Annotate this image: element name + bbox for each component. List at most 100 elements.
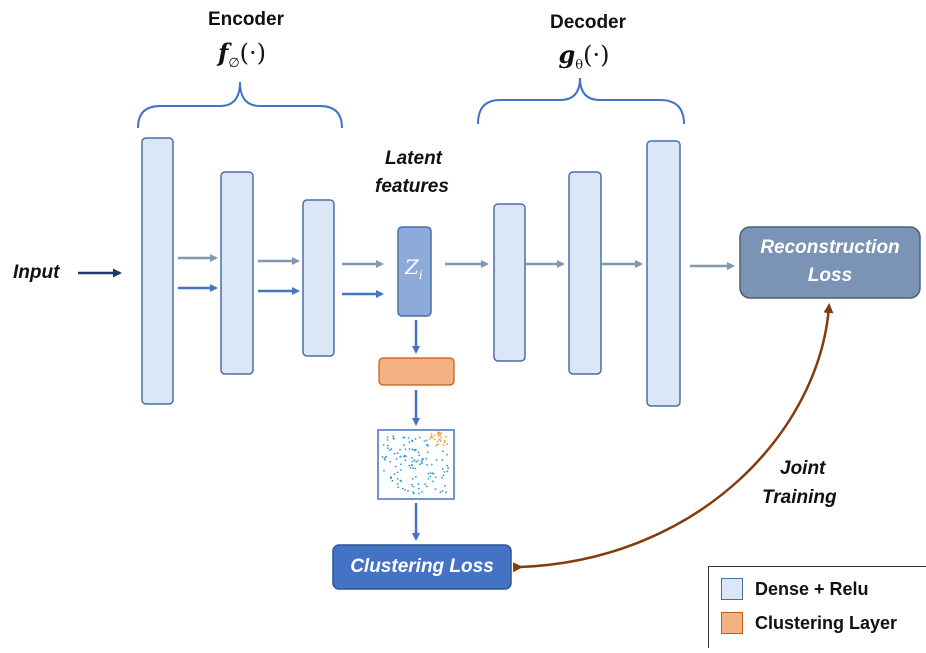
encoder-title: Encoder (207, 9, 285, 30)
scatter-point-blue (411, 460, 414, 463)
scatter-point-blue (407, 490, 409, 492)
latent-layer (397, 226, 432, 317)
decoder-func-sub: θ (575, 57, 584, 73)
scatter-point-blue (412, 492, 415, 495)
scatter-point-blue (420, 460, 423, 463)
decoder-layer-2 (568, 171, 602, 375)
latent-symbol-base: Z (405, 255, 419, 279)
scatter-point-blue (399, 455, 402, 458)
scatter-point-blue (414, 438, 417, 440)
clustering-loss-label: Clustering Loss (350, 556, 494, 577)
scatter-point-blue (407, 437, 410, 439)
encoder-layer-3 (302, 199, 335, 357)
scatter-point-blue (427, 477, 430, 480)
scatter-point-blue (403, 454, 406, 457)
legend-label-dense: Dense + Relu (755, 578, 869, 599)
scatter-point-blue (430, 463, 433, 466)
scatter-point-blue (387, 447, 389, 450)
scatter-point-blue (447, 467, 449, 470)
scatter-point-orange (430, 433, 433, 435)
scatter-point-blue (394, 465, 397, 468)
decoder-layer-1 (493, 203, 526, 362)
reconstruction-loss-line1: Reconstruction (760, 237, 900, 258)
scatter-point-blue (418, 454, 421, 457)
scatter-point-blue (421, 491, 423, 493)
scatter-point-blue (425, 439, 428, 442)
joint-training-arrow (512, 303, 834, 573)
scatter-point-blue (414, 475, 417, 478)
encoder-function: f∅(·) (162, 38, 322, 71)
scatter-point-blue (384, 459, 387, 461)
scatter-point-orange (444, 441, 446, 444)
scatter-point-blue (389, 460, 392, 463)
scatter-point-blue (414, 467, 417, 470)
scatter-point-blue (439, 491, 442, 494)
scatter-point-blue (396, 452, 399, 455)
scatter-point-blue (427, 472, 430, 475)
scatter-point-blue (417, 483, 420, 486)
encoder-layer-2 (220, 171, 254, 375)
legend-swatch-dense (721, 578, 743, 600)
scatter-point-orange (436, 440, 439, 443)
scatter-point-orange (430, 435, 433, 438)
scatter-point-blue (383, 469, 385, 472)
scatter-point-blue (442, 474, 445, 477)
scatter-point-blue (412, 485, 414, 488)
cluster-scatter-plot (377, 429, 455, 500)
scatter-point-blue (410, 463, 413, 466)
scatter-point-blue (391, 479, 394, 482)
scatter-point-orange (438, 438, 441, 441)
scatter-point-orange (439, 440, 442, 443)
scatter-point-blue (411, 457, 413, 459)
decoder-brace (477, 77, 685, 125)
scatter-point-blue (421, 458, 424, 460)
scatter-point-blue (446, 464, 449, 467)
scatter-point-blue (411, 439, 413, 442)
scatter-point-blue (404, 489, 406, 491)
scatter-point-orange (442, 444, 445, 446)
scatter-point-blue (389, 449, 391, 452)
scatter-point-blue (418, 492, 420, 495)
scatter-point-blue (417, 487, 420, 490)
scatter-point-blue (402, 444, 405, 447)
scatter-point-blue (445, 491, 447, 494)
scatter-point-blue (441, 468, 444, 470)
scatter-point-blue (442, 450, 444, 453)
scatter-point-blue (397, 486, 400, 489)
scatter-point-blue (404, 459, 407, 462)
scatter-point-blue (429, 472, 432, 474)
clustering-layer (378, 357, 455, 386)
scatter-point-blue (417, 451, 420, 454)
scatter-point-blue (384, 456, 387, 459)
scatter-point-orange (433, 434, 436, 437)
scatter-point-blue (424, 483, 427, 485)
scatter-point-blue (441, 459, 444, 461)
decoder-func-arg: (·) (583, 41, 610, 69)
scatter-point-blue (415, 460, 418, 463)
reconstruction-loss-line2: Loss (807, 265, 853, 286)
input-label: Input (13, 262, 60, 283)
scatter-point-orange (437, 431, 440, 433)
legend-label-clustering: Clustering Layer (755, 612, 898, 633)
scatter-point-blue (400, 463, 402, 466)
scatter-point-blue (414, 449, 416, 452)
scatter-point-orange (433, 438, 436, 441)
scatter-point-orange (435, 444, 438, 447)
scatter-point-blue (404, 448, 407, 451)
scatter-point-blue (426, 485, 428, 488)
scatter-point-blue (382, 444, 385, 446)
scatter-point-blue (441, 490, 444, 492)
scatter-point-orange (446, 443, 449, 446)
scatter-point-blue (421, 462, 423, 465)
scatter-points (381, 431, 449, 495)
decoder-layer-3 (646, 140, 681, 407)
scatter-point-blue (443, 471, 446, 473)
scatter-point-blue (386, 436, 389, 439)
scatter-point-blue (432, 480, 434, 483)
scatter-point-blue (426, 464, 428, 466)
scatter-point-blue (393, 452, 396, 455)
scatter-point-blue (435, 459, 438, 461)
scatter-point-blue (410, 483, 413, 486)
